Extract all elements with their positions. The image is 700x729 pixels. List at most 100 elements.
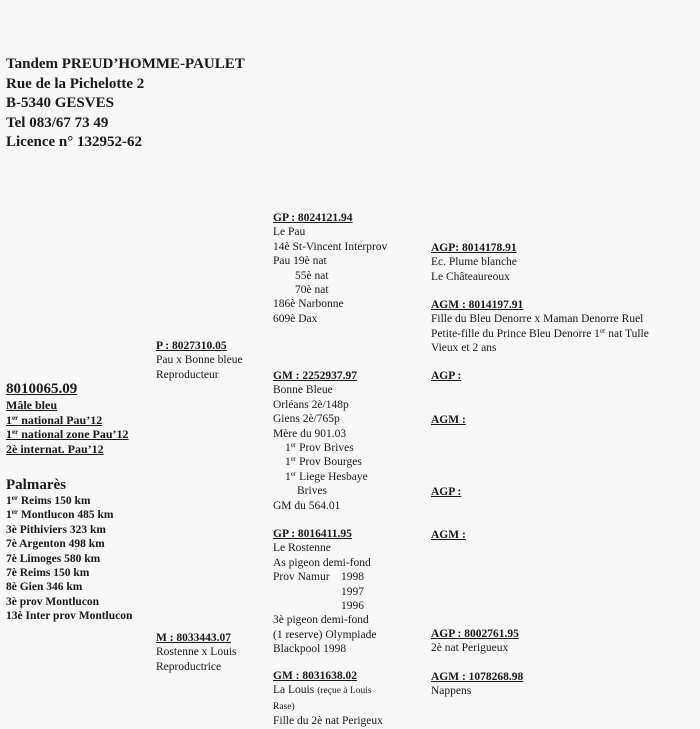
- text-line: Reproducteur: [156, 368, 243, 382]
- line-prefix: 1: [285, 442, 291, 455]
- text-line: 14è St-Vincent Interprov: [273, 240, 387, 254]
- text-line: 70è nat: [273, 283, 387, 297]
- text-line: Le Pau: [273, 225, 387, 239]
- text-line: 1er Prov Bourges: [273, 455, 368, 469]
- line-prefix: 1: [285, 470, 291, 483]
- line-text: 2è nat Perigueux: [431, 642, 509, 655]
- line-note: Rase): [273, 701, 295, 712]
- block-title: AGP : 8002761.95: [431, 628, 519, 640]
- line-note: (reçue à Louis: [317, 686, 372, 697]
- line-text: Rostenne x Louis: [156, 646, 237, 659]
- line-text: 70è nat: [295, 284, 329, 297]
- breeder-city: B-5340 GESVES: [6, 95, 114, 111]
- great-grandfather-2-block: AGP :: [431, 369, 461, 383]
- line-text: Le Rostenne: [273, 542, 331, 555]
- year: 1998: [341, 571, 364, 584]
- text-line: Blackpool 1998: [273, 642, 376, 656]
- text-line: 13è Inter prov Montlucon: [6, 609, 132, 623]
- block-title: GP : 8016411.95: [273, 528, 352, 540]
- breeder-header: Tandem PREUD’HOMME-PAULET Rue de la Pich…: [6, 55, 245, 153]
- line-text: Brives: [297, 485, 328, 498]
- text-line: Mâle bleu: [6, 398, 129, 413]
- line-text: Prov Brives: [296, 442, 354, 455]
- text-line: 55è nat: [273, 269, 387, 283]
- text-line: Nappens: [431, 684, 523, 698]
- text-line: 7è Limoges 580 km: [6, 552, 132, 566]
- block-title: M : 8033443.07: [156, 632, 232, 644]
- superscript: er: [11, 508, 18, 517]
- pigeon-id: 8010065.09: [6, 381, 78, 397]
- line-text: Nappens: [431, 685, 472, 698]
- text-line: La Louis(reçue à Louis: [273, 683, 383, 698]
- text-line: 609è Dax: [273, 312, 387, 326]
- block-title: GP : 8024121.94: [273, 212, 353, 224]
- line-text: Reproducteur: [156, 368, 219, 381]
- block-title: P : 8027310.05: [156, 340, 227, 352]
- text-line: Giens 2è/765p: [273, 412, 368, 426]
- text-line: 1er national zone Pau’12: [6, 427, 129, 442]
- text-line: 3è prov Montlucon: [6, 595, 132, 609]
- text-line: 1er Montlucon 485 km: [6, 508, 132, 522]
- text-line: Mère du 901.03: [273, 427, 368, 441]
- text-line: Bonne Bleue: [273, 383, 368, 397]
- line-prefix: 1: [6, 495, 12, 507]
- breeder-street: Rue de la Pichelotte 2: [6, 75, 145, 92]
- text-line: (1 reserve) Olympiade: [273, 628, 376, 642]
- line-text: Blackpool 1998: [273, 643, 347, 656]
- line-text: 7è Limoges 580 km: [6, 552, 101, 565]
- line-text: 2è internat. Pau’12: [6, 441, 104, 456]
- line-text: La Louis: [273, 684, 315, 697]
- line-text: Prov Bourges: [296, 456, 362, 469]
- text-line: Ec. Plume blanche: [431, 255, 517, 269]
- great-grandfather-3-block: AGP :: [431, 485, 461, 499]
- block-title: AGP: 8014178.91: [431, 242, 517, 254]
- line-prefix: 1: [6, 509, 12, 522]
- block-title: AGP :: [431, 486, 462, 498]
- line-text: Vieux et 2 ans: [431, 342, 497, 355]
- line-prefix: 1: [6, 427, 12, 441]
- line-prefix: 1: [6, 412, 12, 427]
- text-line: 2è internat. Pau’12: [6, 442, 129, 457]
- text-line: 186è Narbonne: [273, 297, 387, 311]
- text-line: Petite-fille du Prince Bleu Denorre 1er …: [431, 327, 649, 341]
- text-line: Fille du 2è nat Perigeux: [273, 714, 383, 728]
- line-text: (1 reserve) Olympiade: [273, 628, 377, 641]
- great-grandmother-3-block: AGM :: [431, 528, 466, 542]
- text-line: 1er national Pau’12: [6, 413, 129, 428]
- breeder-phone: Tel 083/67 73 49: [6, 114, 109, 131]
- superscript: er: [12, 428, 19, 436]
- line-text: Le Châteaureoux: [431, 270, 510, 283]
- block-title: AGM : 1078268.98: [431, 671, 524, 683]
- superscript: er: [12, 413, 19, 422]
- text-line: Rase): [273, 699, 383, 714]
- text-line: 1er Prov Brives: [273, 441, 368, 455]
- text-line: Vieux et 2 ans: [431, 341, 649, 355]
- text-line: 7è Argenton 498 km: [6, 537, 132, 551]
- text-line: Fille du Bleu Denorre x Maman Denorre Ru…: [431, 312, 649, 326]
- breeder-name: Tandem PREUD’HOMME-PAULET: [6, 56, 245, 72]
- line-text: Liege Hesbaye: [296, 470, 368, 483]
- text-line: Rostenne x Louis: [156, 645, 237, 659]
- breeder-licence: Licence n° 132952-62: [6, 134, 142, 150]
- line-text: Le Pau: [273, 226, 306, 239]
- line-text: Pau x Bonne bleue: [156, 354, 243, 367]
- line-text: Petite-fille du Prince Bleu Denorre 1: [431, 327, 600, 340]
- text-line: 3è pigeon demi-fond: [273, 613, 376, 627]
- great-grandmother-2-block: AGM :: [431, 413, 466, 427]
- line-text: Mâle bleu: [6, 398, 57, 412]
- text-line: 8è Gien 346 km: [6, 580, 132, 594]
- text-line: 1996: [273, 599, 376, 613]
- line-text: 7è Reims 150 km: [6, 567, 90, 580]
- text-line: Brives: [273, 484, 368, 498]
- text-line: Reproductrice: [156, 660, 237, 674]
